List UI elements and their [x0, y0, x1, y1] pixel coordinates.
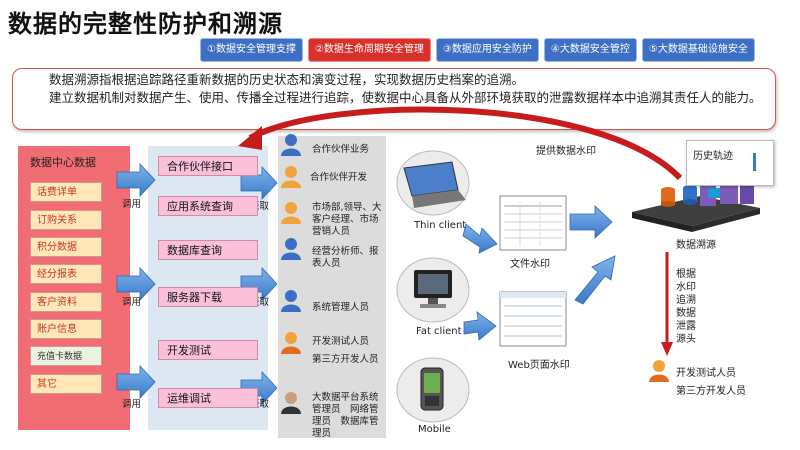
tab-lifecycle-security[interactable]: ②数据生命周期安全管理 — [307, 38, 431, 62]
interface-dev-test[interactable]: 开发测试 — [158, 340, 258, 360]
history-trail-box: 历史轨迹 — [686, 140, 774, 186]
call-arrow-2 — [116, 266, 156, 302]
interface-db-query[interactable]: 数据库查询 — [158, 240, 258, 260]
role-analyst: 经营分析师、报表人员 — [312, 246, 379, 269]
role-marketing: 市场部,领导、大客户经理、市场营销人员 — [312, 202, 382, 237]
trace-who-2: 第三方开发人员 — [676, 386, 746, 397]
mobile-device — [396, 357, 470, 423]
fat-client-device — [396, 257, 470, 323]
file-watermark-label: 文件水印 — [510, 259, 550, 270]
interface-server-download[interactable]: 服务器下载 — [158, 287, 258, 307]
role-admins: 大数据平台系统管理员 网络管理员 数据库管理员 — [312, 392, 379, 439]
intro-paragraph-1: 数据溯源指根据追踪路径重新数据的历史状态和演变过程，实现数据历史档案的追溯。 — [49, 72, 525, 87]
datacenter-item-account[interactable]: 账户信息 — [30, 319, 102, 339]
role-sysadmin: 系统管理人员 — [312, 302, 370, 313]
web-watermark-label: Web页面水印 — [508, 360, 570, 371]
datacenter-item-other[interactable]: 其它 — [30, 374, 102, 394]
get-label-2: 获取 — [250, 297, 270, 308]
datacenter-title: 数据中心数据 — [30, 156, 96, 169]
fat-client-label: Fat client — [416, 326, 462, 337]
get-label-3: 获取 — [250, 399, 270, 410]
person-icon — [281, 290, 301, 312]
call-label-3: 调用 — [122, 399, 142, 410]
history-trail-label: 历史轨迹 — [693, 151, 733, 162]
thin-to-file-arrow — [462, 223, 498, 254]
person-icon — [281, 392, 301, 414]
role-dev-tester: 开发测试人员 — [312, 336, 370, 347]
person-icon — [281, 134, 301, 156]
role-partner-business: 合作伙伴业务 — [312, 144, 370, 155]
watermark-arrows — [462, 205, 616, 341]
person-icon — [281, 166, 301, 188]
trace-down-arrowhead — [661, 342, 673, 356]
interface-partner[interactable]: 合作伙伴接口 — [158, 156, 258, 176]
datacenter-item-customer[interactable]: 客户资料 — [30, 292, 102, 312]
tab-bar: ①数据安全管理支撑 ②数据生命周期安全管理 ③数据应用安全防护 ④大数据安全管控… — [200, 38, 755, 62]
trace-back-arrowhead — [238, 126, 262, 150]
intro-box: 数据溯源指根据追踪路径重新数据的历史状态和演变过程，实现数据历史档案的追溯。 建… — [12, 68, 776, 130]
role-partner-dev: 合作伙伴开发 — [310, 172, 368, 183]
role-icons — [281, 134, 301, 414]
web-to-source-arrow — [574, 255, 616, 305]
developer-person-icon — [649, 360, 669, 382]
fat-to-web-arrow — [463, 311, 497, 341]
tab-infrastructure-security[interactable]: ⑤大数据基础设施安全 — [641, 38, 755, 62]
tab-data-security-management[interactable]: ①数据安全管理支撑 — [200, 38, 303, 62]
datacenter-item-recharge-card[interactable]: 充值卡数据 — [30, 346, 102, 366]
data-source-label: 数据溯源 — [676, 240, 716, 251]
interface-app-query[interactable]: 应用系统查询 — [158, 196, 258, 216]
call-arrow-3 — [116, 364, 156, 400]
provide-watermark-label: 提供数据水印 — [536, 146, 596, 157]
thin-client-device — [396, 150, 470, 216]
trace-who-1: 开发测试人员 — [676, 368, 736, 379]
call-label-2: 调用 — [122, 297, 142, 308]
datacenter-item-points[interactable]: 积分数据 — [30, 237, 102, 257]
web-watermark-doc — [499, 291, 567, 347]
thin-client-label: Thin client — [414, 220, 467, 231]
person-icon — [281, 238, 301, 260]
tab-application-security[interactable]: ③数据应用安全防护 — [435, 38, 539, 62]
intro-paragraph-2: 建立数据机制对数据产生、使用、传播全过程进行追踪，使数据中心具备从外部环境获取的… — [49, 90, 762, 105]
datacenter-item-call-detail[interactable]: 话费详单 — [30, 182, 102, 202]
call-arrows — [116, 162, 156, 400]
trace-back-arrow — [248, 106, 683, 181]
role-third-party: 第三方开发人员 — [312, 354, 379, 365]
data-source-server — [632, 178, 760, 232]
get-label-1: 获取 — [250, 201, 270, 212]
datacenter-item-subscription[interactable]: 订购关系 — [30, 210, 102, 230]
call-arrow-1 — [116, 162, 156, 198]
call-label-1: 调用 — [122, 199, 142, 210]
person-icon — [281, 332, 301, 354]
interface-ops-debug[interactable]: 运维调试 — [158, 388, 258, 408]
datacenter-item-reports[interactable]: 经分报表 — [30, 264, 102, 284]
person-icon — [281, 202, 301, 224]
file-to-source-arrow — [569, 205, 613, 239]
trace-basis-text: 根据水印追溯数据泄露源头 — [676, 269, 696, 345]
history-trail-bar — [753, 153, 756, 171]
mobile-label: Mobile — [418, 424, 451, 435]
tab-bigdata-control[interactable]: ④大数据安全管控 — [543, 38, 637, 62]
page-title: 数据的完整性防护和溯源 — [8, 10, 283, 38]
file-watermark-doc — [499, 195, 567, 251]
